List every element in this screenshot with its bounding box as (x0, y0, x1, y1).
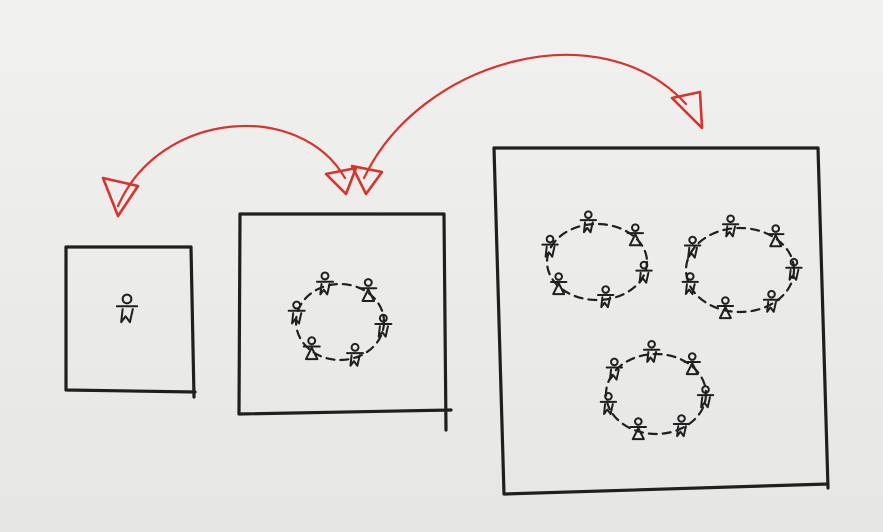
person-figure (605, 357, 624, 381)
circle-group-people-bottom (599, 340, 715, 441)
person-figure (721, 214, 740, 238)
person-figure (696, 385, 715, 409)
panel-three-circles (492, 146, 830, 496)
person-figure (683, 352, 701, 376)
person-figure (315, 271, 335, 296)
arrowhead-right (670, 90, 704, 130)
arrow-curve-right (362, 53, 688, 180)
person-figure (579, 210, 598, 234)
circle-group-people (287, 271, 393, 367)
person-figure (626, 223, 645, 247)
panel-frame-large (492, 146, 830, 496)
person-figure (599, 392, 618, 415)
person-figure (549, 272, 568, 296)
circle-group-people-right (681, 214, 803, 320)
person-figure (541, 234, 559, 258)
person-figure (287, 300, 306, 325)
person-figure (596, 285, 615, 309)
arrowhead-middle-a (324, 166, 358, 196)
person-figure (359, 278, 378, 302)
person-figure (767, 224, 785, 248)
person-figure (762, 289, 781, 313)
person-figure (642, 340, 661, 363)
panel-frame-medium (237, 212, 453, 432)
person-figure (681, 272, 699, 296)
arrow-circle-to-many (350, 53, 704, 196)
arrowhead-middle-b (350, 164, 384, 196)
person-figure (115, 293, 139, 324)
circle-group-ring-left (545, 222, 649, 302)
panel-frame-small (64, 245, 197, 399)
person-figure (785, 257, 803, 281)
panel-single-person (64, 245, 197, 399)
person-figure (374, 313, 393, 338)
person-figure (716, 296, 735, 320)
person-figure (635, 260, 653, 284)
arrowhead-left (101, 176, 140, 218)
person-figure (345, 342, 365, 367)
person-figure (672, 414, 691, 438)
person-figure (302, 336, 321, 361)
person-figure (683, 235, 702, 259)
circle-group-ring-right (684, 226, 796, 314)
group-solo (115, 293, 139, 324)
arrow-curve-left (116, 125, 347, 208)
circle-group-people-left (541, 210, 653, 309)
arrow-single-to-circle (101, 125, 358, 218)
person-figure (629, 417, 648, 441)
panel-one-circle (237, 212, 453, 432)
